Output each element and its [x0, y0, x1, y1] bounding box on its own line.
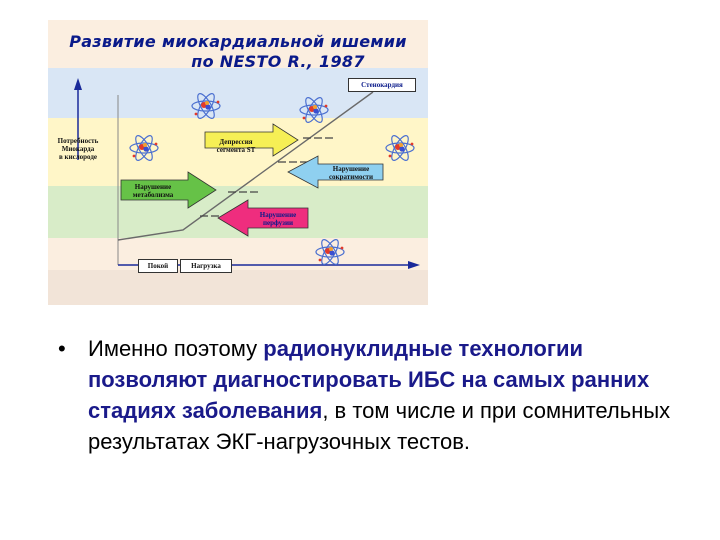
perfusion-arrow [217, 199, 309, 237]
ischemia-diagram: Развитие миокардиальной ишемии по NESTO … [48, 20, 428, 305]
x-label-rest: Покой [138, 259, 178, 273]
x-label-load: Нагрузка [180, 259, 232, 273]
stage-metabolism: Нарушение метаболизма [132, 183, 174, 199]
st-arrow [204, 123, 299, 157]
contractility-arrow [287, 155, 384, 189]
bullet-marker: • [58, 336, 66, 361]
metabolism-arrow [120, 171, 217, 209]
diagram-title-line1: Развитие миокардиальной ишемии [69, 32, 407, 51]
bottom-band [48, 270, 428, 305]
diagram-canvas [48, 68, 428, 305]
y-axis-label: Потребность Миокарда в кислороде [57, 137, 99, 161]
bullet-text: Именно поэтому радионуклидные технологии… [88, 333, 698, 457]
bullet-text-emphasis: радионуклидные технологии позволяют диаг… [88, 336, 650, 423]
bullet-text-plain-start: Именно поэтому [88, 336, 264, 361]
x-axis-arrow [408, 261, 420, 269]
stage-stenocardia: Стенокардия [348, 78, 416, 92]
stage-perfusion: Нарушение перфузии [259, 211, 297, 227]
y-axis-arrow [74, 78, 82, 90]
diagram-title-line2: по NESTO R., 1987 [191, 52, 365, 71]
bullet-text-plain-end: , в том числе и при сомнительных результ… [88, 398, 671, 454]
stage-contractility: Нарушение сократимости [328, 165, 374, 181]
top-band [48, 68, 428, 118]
stage-st-depression: Депрессия сегмента ST [216, 138, 256, 154]
atom-icon [315, 236, 345, 268]
